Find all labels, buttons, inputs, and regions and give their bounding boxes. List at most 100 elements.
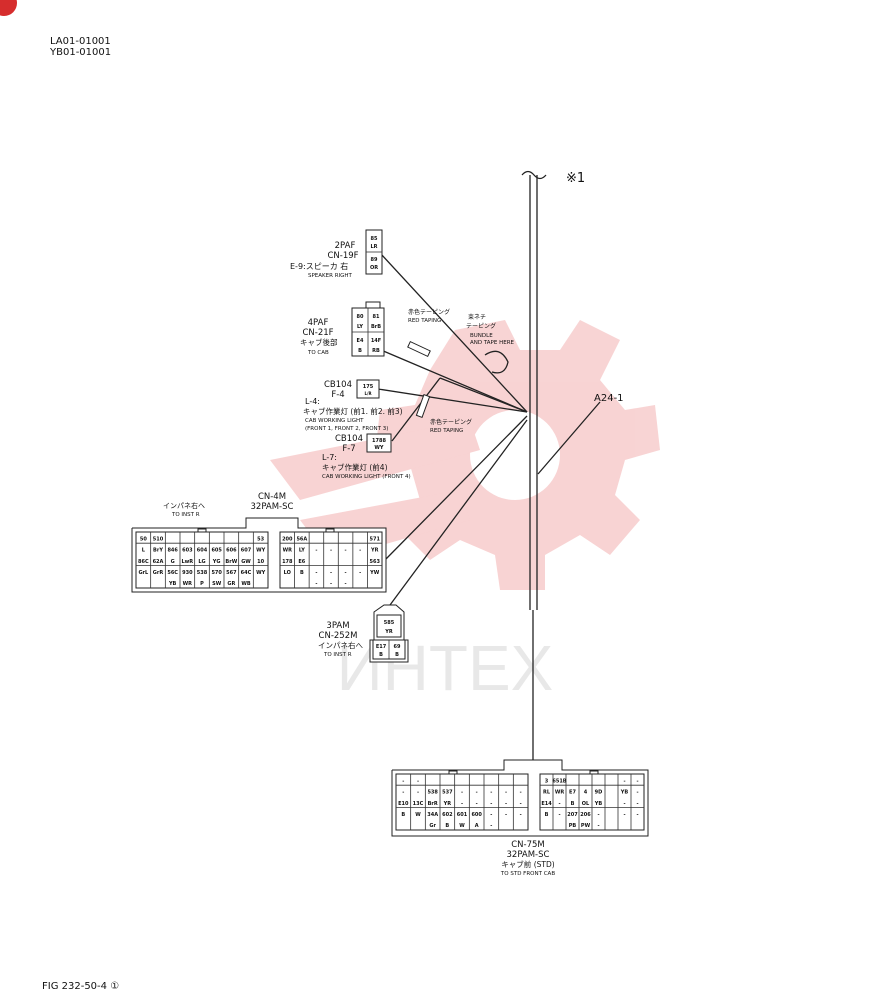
pin-label: 510	[153, 536, 164, 542]
pin-label: -	[315, 581, 317, 587]
pin-label: WR	[283, 548, 293, 554]
red-taping-note-en: RED TAPING	[408, 318, 441, 324]
connector-dest-jp: インパネ右へ	[163, 501, 205, 510]
pin-label: 69	[394, 644, 401, 650]
connector-type: 32PAM-SC	[507, 850, 550, 860]
pin-label: -	[315, 548, 317, 554]
pin-label: B	[545, 812, 549, 818]
pin-label: W	[415, 812, 421, 818]
connector-cn21f: 4PAF CN-21F キャブ後部 TO CAB 80 81 LY BrB E4…	[300, 301, 385, 357]
pin-label: 930	[182, 570, 193, 576]
pin-label: 1788	[372, 438, 386, 444]
connector-desc-jp: キャブ後部	[300, 337, 338, 347]
pin-label: YR	[370, 548, 379, 554]
pin-label: -	[345, 548, 347, 554]
pin-label: -	[330, 581, 332, 587]
pin-label: G	[171, 559, 175, 565]
pin-label: 602	[442, 812, 453, 818]
pin-label: -	[636, 790, 638, 796]
pin-label: Gr	[429, 823, 436, 829]
circuit-desc-en: CAB WORKING LIGHT (FRONT 4)	[322, 474, 411, 480]
connector-type: 3PAM	[326, 621, 349, 631]
pin-label: -	[558, 812, 560, 818]
pin-label: GR	[227, 581, 235, 587]
watermark-text: ИНТЕХ	[337, 632, 554, 704]
pin-label: -	[417, 790, 419, 796]
connector-desc-en: TO CAB	[307, 350, 329, 356]
pin-label: -	[461, 790, 463, 796]
pin-label: YB	[594, 801, 603, 807]
pin-label: 605	[211, 548, 222, 554]
pin-label: OL	[582, 801, 590, 807]
pin-label: YG	[212, 559, 221, 565]
pin-label: YW	[369, 570, 380, 576]
pin-label: 4	[584, 790, 588, 796]
pin-label: 50	[140, 536, 147, 542]
pin-label: B	[445, 823, 449, 829]
pin-label: 13C	[413, 801, 424, 807]
pin-label: 34A	[427, 812, 438, 818]
pin-label: 585	[384, 620, 395, 626]
pin-label: -	[330, 548, 332, 554]
pin-label: -	[417, 778, 419, 784]
pin-label: 538	[197, 570, 208, 576]
connector-type: 2PAF	[335, 241, 356, 251]
connector-cn252m: 3PAM CN-252M インパネ右へ TO INST R 585 YR E17…	[318, 604, 409, 663]
circuit-desc-en: CAB WORKING LIGHT	[305, 418, 364, 424]
main-harness-trunk	[521, 170, 547, 760]
break-mark-icon	[521, 170, 547, 180]
pin-label: -	[476, 790, 478, 796]
pin-label: 81	[373, 314, 380, 320]
ref-mark: ※1	[566, 171, 585, 186]
pin-label: 651B	[552, 778, 566, 784]
pin-label: -	[490, 812, 492, 818]
circuit-desc-jp: キャブ作業灯 (前4)	[322, 462, 388, 472]
pin-label: 601	[457, 812, 468, 818]
pin-label: -	[636, 778, 638, 784]
pin-label: A	[475, 823, 479, 829]
pin-label: 62A	[153, 559, 164, 565]
pin-label: 567	[226, 570, 237, 576]
pin-label: RB	[372, 348, 380, 354]
pin-label: YB	[168, 581, 177, 587]
pin-label: GW	[241, 559, 251, 565]
pin-label: B	[300, 570, 304, 576]
pin-label: -	[505, 790, 507, 796]
pin-label: LG	[198, 559, 205, 565]
connector-desc-en: SPEAKER RIGHT	[308, 273, 353, 279]
pin-label: -	[490, 790, 492, 796]
pin-label: RL	[543, 790, 551, 796]
pin-label: WY	[256, 548, 266, 554]
pin-label: BrW	[225, 559, 237, 565]
pin-label: 207	[567, 812, 578, 818]
pin-label: -	[345, 581, 347, 587]
pin-label: GrL	[138, 570, 149, 576]
pin-label: -	[359, 570, 361, 576]
pin-label: -	[476, 801, 478, 807]
bundle-note-jp: 束ネチ	[468, 313, 486, 321]
pin-label: -	[505, 801, 507, 807]
pin-label: 200	[282, 536, 293, 542]
watermark: ИНТЕХ	[270, 320, 660, 704]
pin-label: B	[401, 812, 405, 818]
red-taping-note-jp: 赤色テーピング	[430, 418, 472, 426]
pin-label: 10	[257, 559, 264, 565]
red-taping-marker	[415, 393, 431, 419]
pin-label: BrB	[371, 324, 381, 330]
bundle-note-en: AND TAPE HERE	[470, 340, 515, 346]
pin-label: 846	[167, 548, 178, 554]
connector-type: 32PAM-SC	[251, 502, 294, 512]
pin-label: -	[402, 790, 404, 796]
pin-label: 570	[211, 570, 222, 576]
pin-label: L/R	[364, 391, 371, 396]
pin-label: -	[520, 801, 522, 807]
figure-number: FIG 232-50-4 ①	[42, 981, 119, 992]
pin-label: -	[490, 823, 492, 829]
connector-id: CN-21F	[302, 328, 333, 338]
pin-label: P	[200, 581, 204, 587]
connector-desc-jp: E-9:スピーカ 右	[290, 261, 348, 271]
